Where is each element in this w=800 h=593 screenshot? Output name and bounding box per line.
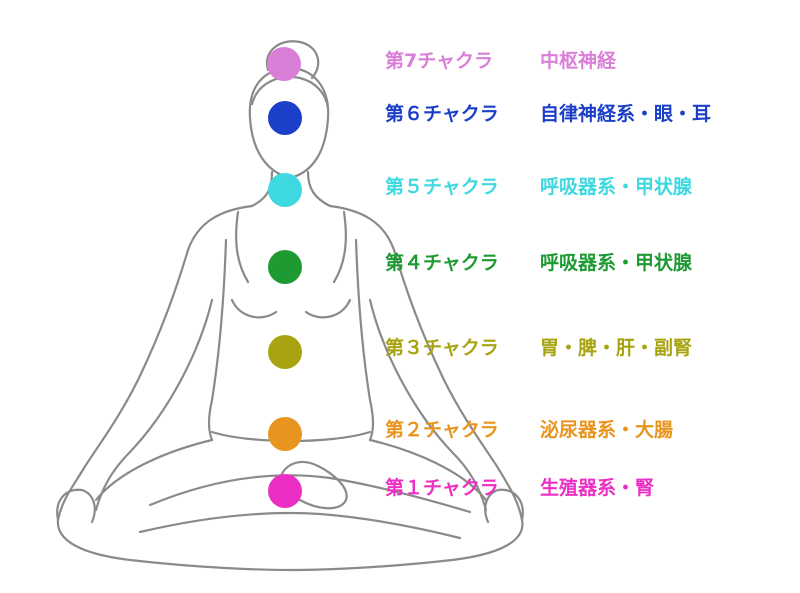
chakra-2-label: 第２チャクラ [385,419,499,441]
foot [278,460,348,510]
chakra-4-organs: 呼吸器系・甲状腺 [540,252,693,274]
chakra-7-organs: 中枢神経 [540,50,617,72]
chakra-6-label: 第６チャクラ [385,103,499,125]
chakra-2-dot [268,417,302,451]
chakra-5-dot [268,173,302,207]
chakra-1-organs: 生殖器系・腎 [540,477,655,499]
hair-bun [265,40,320,80]
neck-left [250,170,274,208]
right-shoulder-arm [328,204,524,522]
chakra-7-label: 第7チャクラ [385,50,494,72]
torso-right [354,238,375,442]
chakra-3-dot [268,335,302,369]
right-inner-arm [368,298,488,512]
right-hand [484,488,524,524]
left-inner-arm [94,298,214,512]
left-shoulder-arm [56,204,254,522]
hair-line [250,76,330,110]
chakra-3-label: 第３チャクラ [385,337,499,359]
chakra-7-dot [267,47,301,81]
left-leg-upper [94,438,214,502]
chakra-5-label: 第５チャクラ [385,176,499,198]
torso-left [207,238,228,442]
chakra-6-dot [268,101,302,135]
chakra-5-organs: 呼吸器系・甲状腺 [540,176,693,198]
top-strap-left [235,210,250,284]
legs-outline [56,518,524,572]
top-strap-right [332,210,347,284]
chakra-4-dot [268,250,302,284]
chakra-3-organs: 胃・脾・肝・副腎 [540,337,693,359]
neck-right [306,170,332,208]
chakra-2-organs: 泌尿器系・大腸 [540,419,674,441]
chest-right [304,298,352,319]
chakra-6-organs: 自律神経系・眼・耳 [540,103,712,125]
chakra-1-dot [268,474,302,508]
right-leg-upper [368,438,488,502]
chakra-4-label: 第４チャクラ [385,252,499,274]
front-shin-lower [138,511,462,540]
front-shin [148,474,472,514]
left-hand [56,488,96,524]
chest-left [230,298,278,319]
chakra-1-label: 第１チャクラ [385,477,499,499]
